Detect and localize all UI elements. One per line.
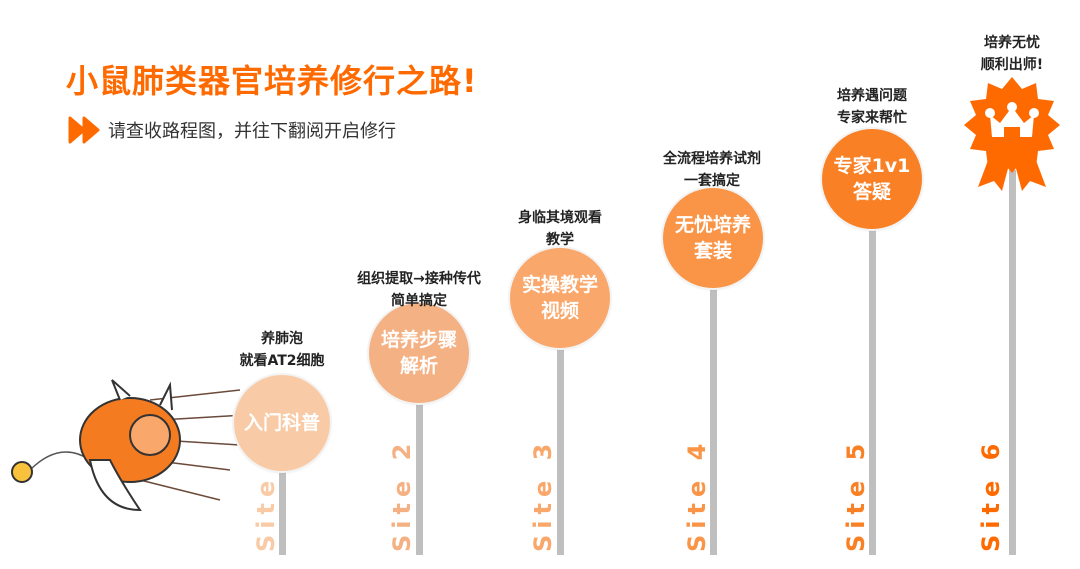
page-title: 小鼠肺类器官培养修行之路! [66,62,478,100]
stage-4-caption: 全流程培养试剂 一套搞定 [663,151,761,189]
pole-5 [869,225,876,555]
pole-2 [416,400,423,555]
stage-1-caption: 养肺泡 就看AT2细胞 [239,331,325,369]
pole-1 [279,470,286,555]
site-label-2: Site 2 [388,437,416,552]
stage-4-circle: 无忧培养 套装 [663,188,763,288]
site-label-5: Site 5 [842,437,870,552]
site-label-4: Site 4 [683,437,711,552]
stage-6-caption: 培养无忧 顺利出师! [980,35,1044,73]
stage-2-caption: 组织提取→接种传代 简单搞定 [357,271,481,309]
stage-3-circle: 实操教学 视频 [510,248,610,348]
site-label-6: Site 6 [977,437,1005,552]
stage-5-circle: 专家1v1 答疑 [822,129,922,229]
subtitle-text: 请查收路程图，并往下翻阅开启修行 [108,121,396,142]
subtitle: 请查收路程图，并往下翻阅开启修行 [68,116,396,144]
mouse-mascot-icon [11,379,246,512]
stage-5-caption: 培养遇问题 专家来帮忙 [837,88,907,126]
pole-3 [557,345,564,555]
fast-forward-icon [68,116,100,144]
site-label-3: Site 3 [529,437,557,552]
stage-1-circle: 入门科普 [234,375,330,471]
pole-6 [1009,170,1016,555]
crown-badge-icon [964,77,1060,191]
stage-2-circle: 培养步骤 解析 [369,303,469,403]
pole-4 [710,285,717,555]
stage-3-caption: 身临其境观看 教学 [518,210,602,248]
